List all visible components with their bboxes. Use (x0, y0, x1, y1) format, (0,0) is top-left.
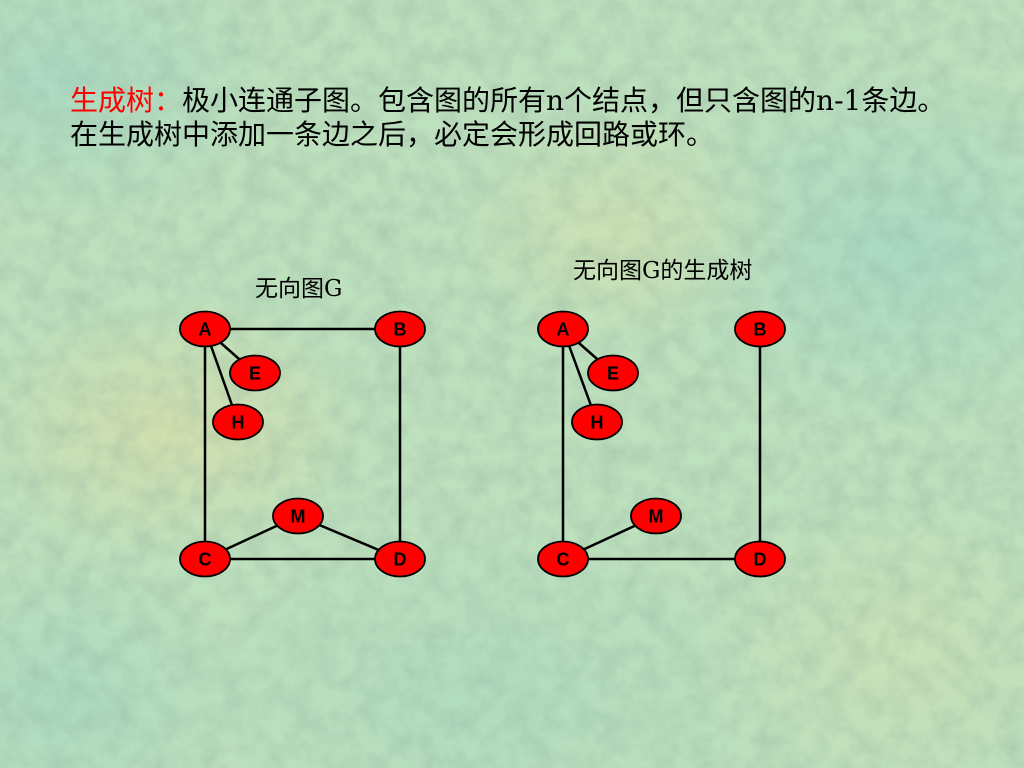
definition-line-1: 生成树：极小连通子图。包含图的所有n个结点，但只含图的n-1条边。 (70, 84, 945, 118)
tree-node-label-m: M (649, 507, 664, 527)
tree-node-c (537, 540, 589, 578)
graph-node-label-c: C (199, 550, 212, 570)
graph-node-label-a: A (199, 320, 212, 340)
definition-line-2: 在生成树中添加一条边之后，必定会形成回路或环。 (70, 118, 714, 152)
tree-node-label-h: H (591, 413, 604, 433)
spanning-tree: A B E H M C D (537, 310, 786, 578)
tree-node-label-e: E (607, 364, 619, 384)
graph-node-label-h: H (232, 413, 245, 433)
definition-term: 生成树： (70, 84, 183, 117)
graph-title: 无向图G (255, 276, 343, 302)
tree-node-label-b: B (754, 320, 767, 340)
graph-node-label-b: B (394, 320, 407, 340)
tree-node-d (734, 540, 786, 578)
tree-node-a (537, 310, 589, 348)
graph-node-h (212, 403, 264, 441)
spanning-tree-title: 无向图G的生成树 (573, 258, 753, 284)
definition-text-2: 在生成树中添加一条边之后，必定会形成回路或环。 (70, 118, 715, 151)
graph-node-m (272, 497, 324, 535)
graph-node-c (179, 540, 231, 578)
tree-node-label-a: A (557, 320, 570, 340)
tree-node-label-d: D (754, 550, 767, 570)
tree-node-label-c: C (557, 550, 570, 570)
graph-node-b (374, 310, 426, 348)
tree-node-e (587, 354, 639, 392)
tree-node-b (734, 310, 786, 348)
graph-g: A B E H M C D (179, 310, 426, 578)
graph-node-label-d: D (394, 550, 407, 570)
graph-node-label-m: M (291, 507, 306, 527)
definition-text-1: 极小连通子图。包含图的所有n个结点，但只含图的n-1条边。 (182, 84, 946, 117)
graph-node-a (179, 310, 231, 348)
tree-node-m (630, 497, 682, 535)
graph-node-e (229, 354, 281, 392)
graph-node-d (374, 540, 426, 578)
graph-node-label-e: E (249, 364, 261, 384)
tree-node-h (571, 403, 623, 441)
